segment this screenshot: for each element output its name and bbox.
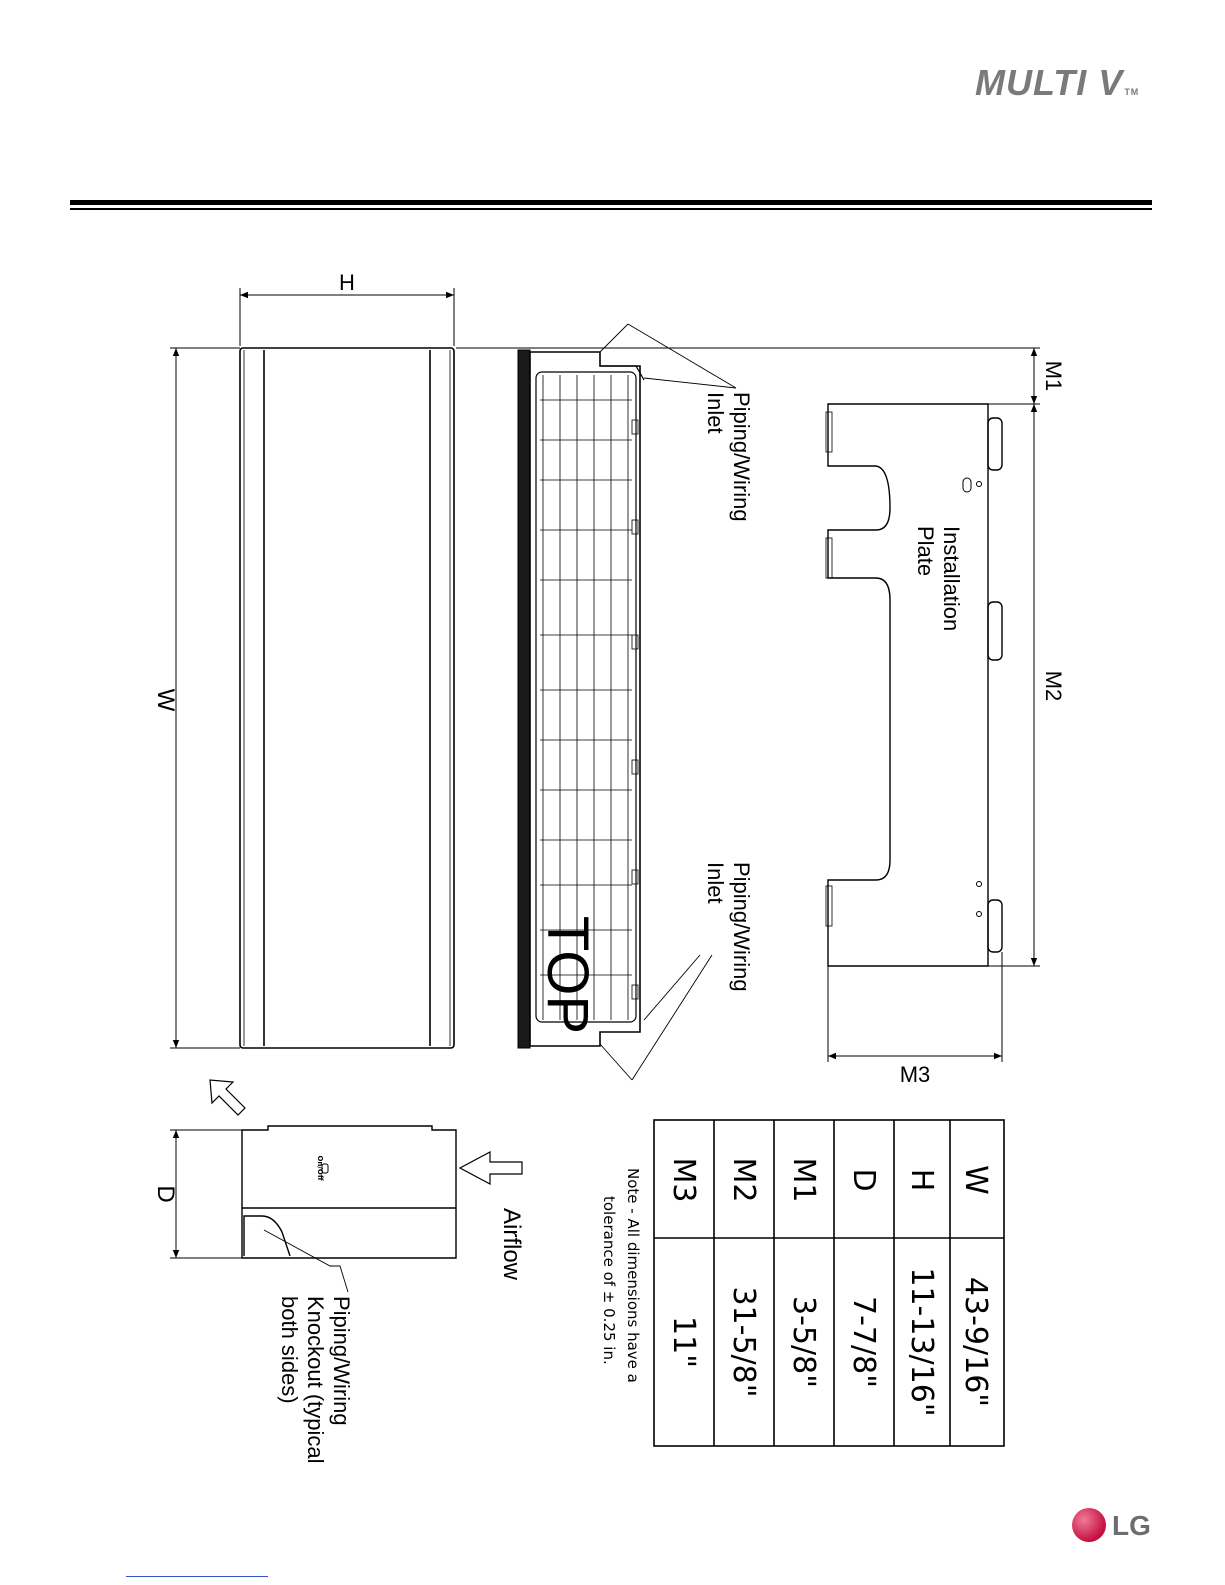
table-label-m1: M1 <box>786 1158 821 1203</box>
lg-logo: LG <box>1072 1508 1172 1548</box>
h-dimension <box>240 288 454 346</box>
plate-label-line2: Plate <box>913 526 938 576</box>
w-label: W <box>152 689 179 712</box>
piping-inlet-top-line1: Piping/Wiring <box>729 392 754 522</box>
table-label-m2: M2 <box>726 1158 761 1203</box>
table-label-m3: M3 <box>666 1158 701 1203</box>
dimensions-table <box>654 1120 1004 1446</box>
knockout-label-line2: Knockout (typical <box>303 1296 328 1464</box>
table-label-w: W <box>958 1165 993 1195</box>
front-view <box>240 348 454 1048</box>
h-label: H <box>339 270 355 295</box>
table-value-d: 7-7/8" <box>846 1296 881 1388</box>
table-value-w: 43-9/16" <box>958 1277 993 1407</box>
m1-label: M1 <box>1041 361 1066 392</box>
table-value-m1: 3-5/8" <box>786 1296 821 1388</box>
table-value-h: 11-13/16" <box>904 1267 939 1416</box>
m2-label: M2 <box>1041 671 1066 702</box>
airflow-in-arrow <box>460 1152 522 1184</box>
knockout-leader <box>264 1230 348 1292</box>
d-dimension <box>170 1130 242 1258</box>
lg-wordmark: LG <box>1112 1510 1151 1542</box>
table-note-line1: Note - All dimensions have a <box>624 1168 642 1383</box>
airflow-out-arrow <box>210 1080 245 1115</box>
knockout-label-line3: both sides) <box>277 1296 302 1404</box>
piping-inlet-leaders <box>600 324 736 1080</box>
piping-inlet-bottom-line2: Inlet <box>703 862 728 904</box>
d-label: D <box>152 1185 179 1202</box>
table-value-m3: 11" <box>666 1316 701 1368</box>
table-label-h: H <box>904 1169 939 1192</box>
table-note-line2: tolerance of ± 0.25 in. <box>600 1196 618 1365</box>
w-dimension <box>170 348 240 1048</box>
m3-label: M3 <box>900 1062 931 1087</box>
top-marking: TOP <box>535 916 600 1034</box>
on-off-label: On/Off <box>316 1155 324 1180</box>
table-label-d: D <box>846 1168 881 1191</box>
piping-inlet-bottom-line1: Piping/Wiring <box>729 862 754 992</box>
piping-inlet-top-line2: Inlet <box>703 392 728 434</box>
knockout-label-line1: Piping/Wiring <box>329 1296 354 1426</box>
lg-face-icon <box>1072 1508 1106 1542</box>
table-value-m2: 31-5/8" <box>726 1286 761 1397</box>
installation-plate <box>826 404 1002 966</box>
airflow-label: Airflow <box>498 1208 525 1281</box>
side-view <box>242 1126 456 1258</box>
footer-link-underline <box>126 1576 268 1577</box>
plate-label-line1: Installation <box>939 526 964 631</box>
